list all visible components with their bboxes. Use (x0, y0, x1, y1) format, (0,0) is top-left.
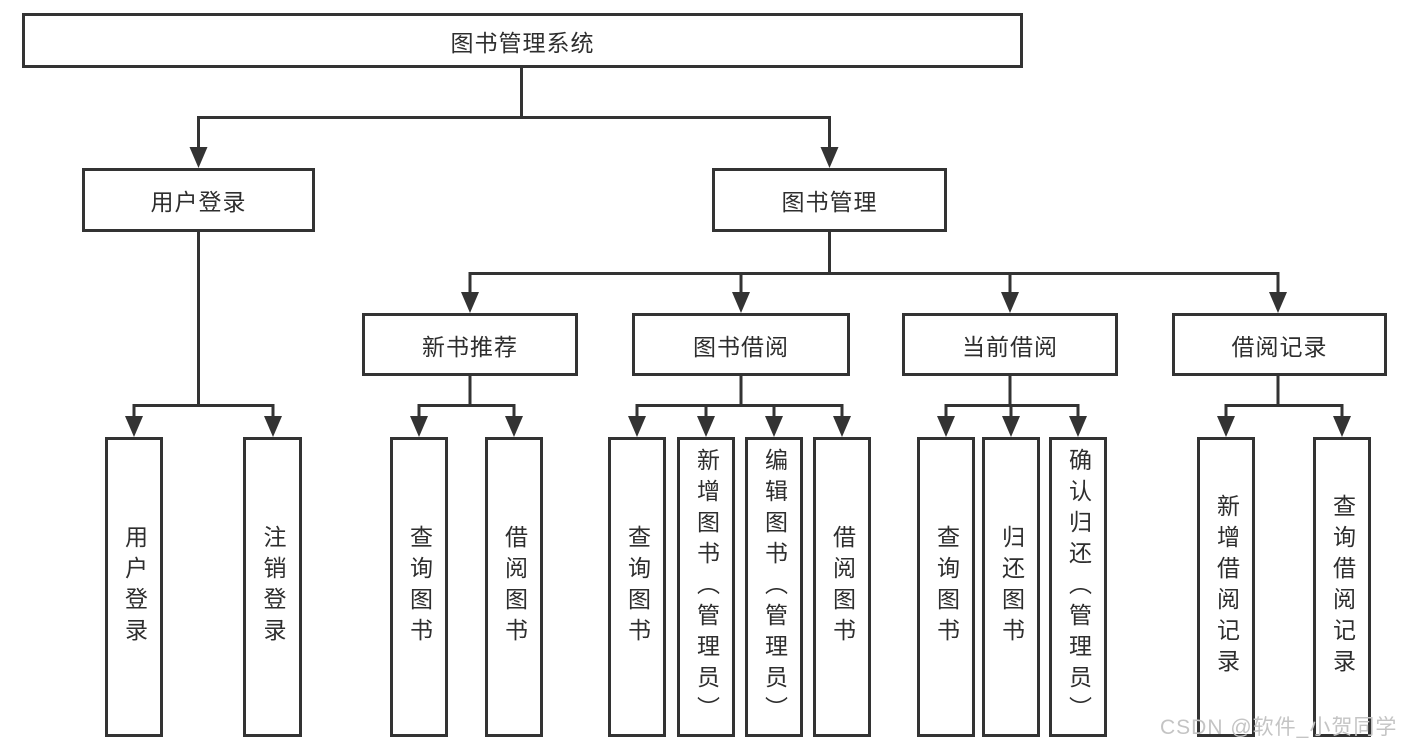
node-leaf-confirm-return-admin: 确认归还（管理员） (1049, 437, 1107, 737)
node-book-borrow: 图书借阅 (632, 313, 850, 376)
node-label: 新增图书（管理员） (693, 447, 720, 727)
node-leaf-logout: 注销登录 (243, 437, 302, 737)
connector-book-mgmt-to-level3 (468, 232, 1280, 296)
connector-book-borrow-children (635, 376, 844, 420)
node-label: 借阅图书 (829, 525, 856, 649)
arrowheads-level3 (461, 292, 1287, 313)
node-label: 用户登录 (121, 525, 148, 649)
arrowheads-level4 (125, 416, 1351, 437)
node-label: 查询图书 (406, 525, 433, 649)
node-leaf-edit-book-admin: 编辑图书（管理员） (745, 437, 803, 737)
node-label: 查询图书 (933, 525, 960, 649)
connector-new-book-children (417, 376, 516, 420)
node-leaf-add-borrow-record: 新增借阅记录 (1197, 437, 1255, 737)
node-label: 编辑图书（管理员） (761, 447, 788, 727)
node-leaf-query-book-2: 查询图书 (608, 437, 666, 737)
node-label: 查询图书 (624, 525, 651, 649)
node-leaf-return-book: 归还图书 (982, 437, 1040, 737)
node-leaf-borrow-book-1: 借阅图书 (485, 437, 543, 737)
node-borrow-record: 借阅记录 (1172, 313, 1387, 376)
node-leaf-query-book-3: 查询图书 (917, 437, 975, 737)
node-leaf-query-borrow-record: 查询借阅记录 (1313, 437, 1371, 737)
node-label: 归还图书 (998, 525, 1025, 649)
node-leaf-query-book-1: 查询图书 (390, 437, 448, 737)
connector-borrow-record-children (1224, 376, 1344, 420)
csdn-watermark: CSDN @软件_小贺同学 (1160, 716, 1398, 739)
node-label: 确认归还（管理员） (1065, 447, 1092, 727)
node-current-borrow: 当前借阅 (902, 313, 1118, 376)
connector-root-to-level2 (197, 68, 831, 150)
connector-user-login-children (132, 232, 275, 420)
node-label: 注销登录 (260, 525, 286, 649)
node-book-management: 图书管理 (712, 168, 947, 232)
node-label: 借阅图书 (501, 525, 528, 649)
node-leaf-add-book-admin: 新增图书（管理员） (677, 437, 735, 737)
node-root-library-system: 图书管理系统 (22, 13, 1023, 68)
node-leaf-user-login: 用户登录 (105, 437, 163, 737)
node-label: 新增借阅记录 (1213, 494, 1240, 680)
node-user-login: 用户登录 (82, 168, 315, 232)
node-leaf-borrow-book-2: 借阅图书 (813, 437, 871, 737)
node-label: 查询借阅记录 (1329, 494, 1356, 680)
arrowheads-level2 (189, 147, 839, 168)
connector-current-borrow-children (944, 376, 1080, 420)
node-new-book-recommend: 新书推荐 (362, 313, 578, 376)
